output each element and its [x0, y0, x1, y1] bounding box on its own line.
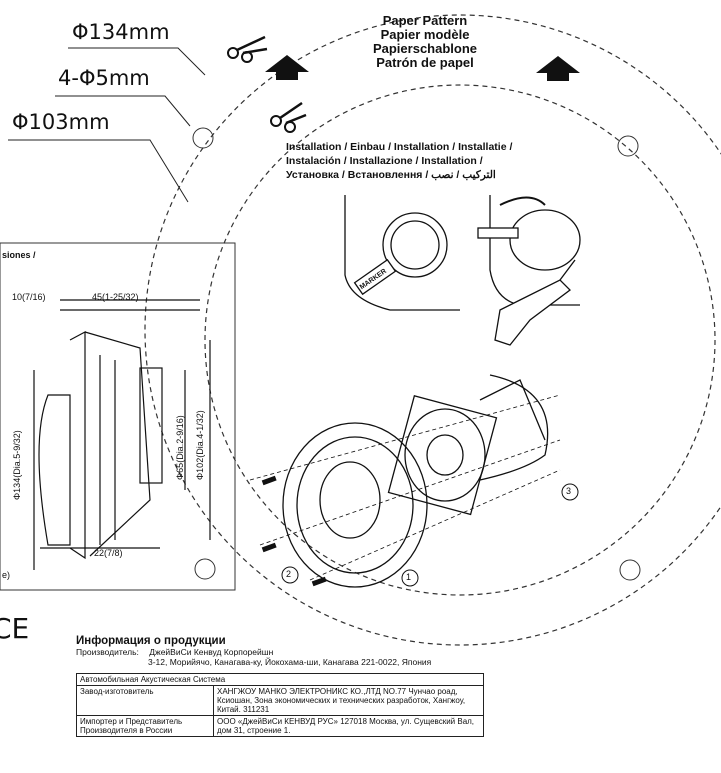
pattern-title-en: Paper Pattern [382, 13, 468, 28]
dim-134: Φ134(Dia.5-9/32) [12, 430, 22, 500]
callout-circle-2 [281, 566, 299, 584]
installation-line-3: Установка / Встановлення / التركيب / نصب [286, 168, 586, 182]
screw-hole-4 [619, 559, 641, 581]
inner-diameter-label: Φ103mm [12, 110, 110, 134]
table-cell: Импортер и Представитель Производителя в… [76, 715, 214, 737]
installation-step-cut [477, 195, 581, 346]
dim-note: e) [2, 570, 11, 580]
screw-hole-2 [617, 135, 639, 157]
callout-circle-3 [561, 483, 579, 501]
table-cell: ХАНГЖОУ МАНКО ЭЛЕКТРОНИКС КО.,ЛТД NO.77 … [213, 685, 484, 716]
dim-45: 45(1-25/32) [92, 292, 139, 302]
product-info-table: Автомобильная Акустическая Система Завод… [76, 673, 484, 737]
up-arrow-icon [265, 55, 309, 80]
maker-label: Производитель: [76, 647, 139, 657]
drawing-header: siones / [2, 250, 36, 260]
callout-2: 2 [286, 569, 292, 579]
screw-hole-1 [192, 127, 214, 149]
installation-line-1: Installation / Einbau / Installation / I… [286, 141, 513, 153]
pattern-title-de: Papierschablone [372, 41, 478, 56]
callout-circle-1 [401, 569, 419, 587]
dim-102: Φ102(Dia.4-1/32) [195, 410, 205, 480]
maker-address: 3-12, Морийячо, Канагава-ку, Йокохама-ши… [148, 657, 432, 667]
up-arrow-icon [536, 56, 580, 81]
speaker-side-profile [33, 299, 211, 570]
maker-name: ДжейВиСи Кенвуд Корпорейшн [149, 647, 274, 657]
installation-line-3-cyrillic: Установка / Встановлення / [286, 169, 432, 181]
table-cell: ООО «ДжейВиСи КЕНВУД РУС» 127018 Москва,… [213, 715, 484, 737]
product-info-title: Информация о продукции [76, 635, 226, 647]
scissors-icon [227, 35, 268, 63]
pattern-title-es: Patrón de papel [376, 55, 474, 70]
outer-diameter-label: Φ134mm [72, 20, 170, 44]
dim-10: 10(7/16) [12, 292, 46, 302]
table-row: Автомобильная Акустическая Система [76, 673, 484, 686]
pattern-title: Paper Pattern Papier modèle Papierschabl… [355, 14, 495, 70]
ce-mark: CE [0, 612, 30, 645]
scissors-icon [270, 101, 307, 133]
table-row: Завод-изготовитель ХАНГЖОУ МАНКО ЭЛЕКТРО… [76, 685, 484, 716]
installation-line-2: Instalación / Installazione / Installati… [286, 155, 483, 167]
speaker-exploded-view [249, 374, 561, 588]
callout-3: 3 [566, 486, 572, 496]
dim-65: Φ65(Dia.2-9/16) [175, 415, 185, 480]
callout-1: 1 [406, 572, 412, 582]
installation-heading: Installation / Einbau / Installation / I… [286, 140, 586, 182]
dimensions-box [0, 242, 236, 591]
outer-cut-circle [144, 14, 721, 646]
table-cell: Автомобильная Акустическая Система [76, 673, 484, 686]
installation-line-3-arabic: التركيب / نصب [431, 169, 496, 181]
pattern-title-fr: Papier modèle [380, 27, 470, 42]
product-info: Информация о продукции Производитель: Дж… [76, 635, 486, 737]
dim-22: 22(7/8) [94, 548, 123, 558]
table-cell: Завод-изготовитель [76, 685, 214, 716]
table-row: Импортер и Представитель Производителя в… [76, 715, 484, 737]
inner-cut-circle [204, 84, 716, 596]
screw-holes-label: 4-Φ5mm [58, 66, 150, 90]
installation-step-marker [344, 195, 460, 311]
screw-icon [261, 475, 327, 587]
product-info-maker: Производитель: ДжейВиСи Кенвуд Корпорейш… [76, 647, 486, 657]
screw-hole-3 [194, 558, 216, 580]
